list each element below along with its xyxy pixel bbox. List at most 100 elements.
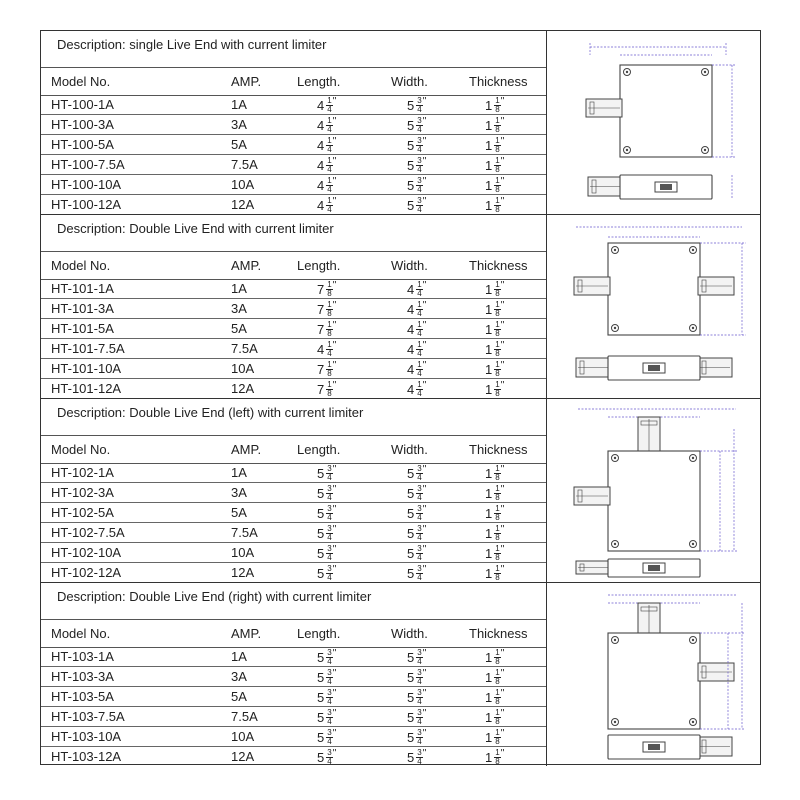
table-header: Model No.AMP.Length.Width.Thickness: [41, 67, 546, 96]
model-number: HT-100-3A: [51, 117, 114, 132]
screw-center: [625, 70, 629, 74]
column-header-thickness: Thickness: [469, 442, 528, 457]
model-number: HT-100-10A: [51, 177, 122, 192]
screw-icon: [689, 540, 697, 548]
switch-rocker: [648, 565, 660, 571]
column-header-model: Model No.: [51, 258, 111, 273]
column-header-length: Length.: [297, 442, 341, 457]
screw-center: [613, 456, 617, 460]
model-number: HT-103-12A: [51, 749, 122, 764]
connector-clip: [577, 279, 583, 293]
table-header: Model No.AMP.Length.Width.Thickness: [41, 435, 546, 464]
connector-clip: [591, 179, 597, 194]
screw-icon: [689, 718, 697, 726]
amp-rating: 12A: [231, 565, 255, 580]
section-description: Description: Double Live End with curren…: [57, 221, 334, 236]
screw-icon: [689, 636, 697, 644]
junction-box-body: [607, 450, 701, 552]
column-header-width: Width.: [391, 626, 428, 641]
screw-center: [613, 720, 617, 724]
screw-icon: [689, 324, 697, 332]
section-description: Description: Double Live End (left) with…: [57, 405, 364, 420]
column-header-length: Length.: [297, 626, 341, 641]
product-section: Description: Double Live End (right) wit…: [41, 583, 760, 766]
spec-table: Description: Double Live End (right) wit…: [41, 583, 547, 766]
connector-clip: [579, 563, 585, 572]
model-number: HT-102-7.5A: [51, 525, 125, 540]
model-number: HT-102-3A: [51, 485, 114, 500]
product-drawing: [548, 583, 760, 766]
model-number: HT-102-10A: [51, 545, 122, 560]
amp-rating: 12A: [231, 749, 255, 764]
spec-sheet: Description: single Live End with curren…: [40, 30, 761, 766]
model-number: HT-103-10A: [51, 729, 122, 744]
screw-icon: [611, 454, 619, 462]
model-number: HT-101-10A: [51, 361, 122, 376]
amp-rating: 3A: [231, 485, 247, 500]
junction-box-body: [607, 632, 701, 730]
screw-icon: [689, 246, 697, 254]
screw-center: [691, 638, 695, 642]
screw-center: [703, 148, 707, 152]
connector-clip: [640, 420, 658, 426]
connector-clip: [640, 606, 658, 612]
section-description: Description: Double Live End (right) wit…: [57, 589, 372, 604]
screw-icon: [611, 636, 619, 644]
amp-rating: 7.5A: [231, 341, 258, 356]
screw-center: [613, 326, 617, 330]
junction-box-body: [607, 242, 701, 336]
screw-icon: [623, 146, 631, 154]
column-header-model: Model No.: [51, 74, 111, 89]
amp-rating: 10A: [231, 361, 255, 376]
junction-box-drawing: [585, 43, 736, 200]
connector-clip: [589, 101, 595, 115]
switch-rocker: [660, 184, 672, 190]
screw-icon: [611, 246, 619, 254]
table-header: Model No.AMP.Length.Width.Thickness: [41, 251, 546, 280]
spec-table: Description: Double Live End (left) with…: [41, 399, 547, 582]
amp-rating: 5A: [231, 689, 247, 704]
product-drawing: [548, 215, 760, 398]
